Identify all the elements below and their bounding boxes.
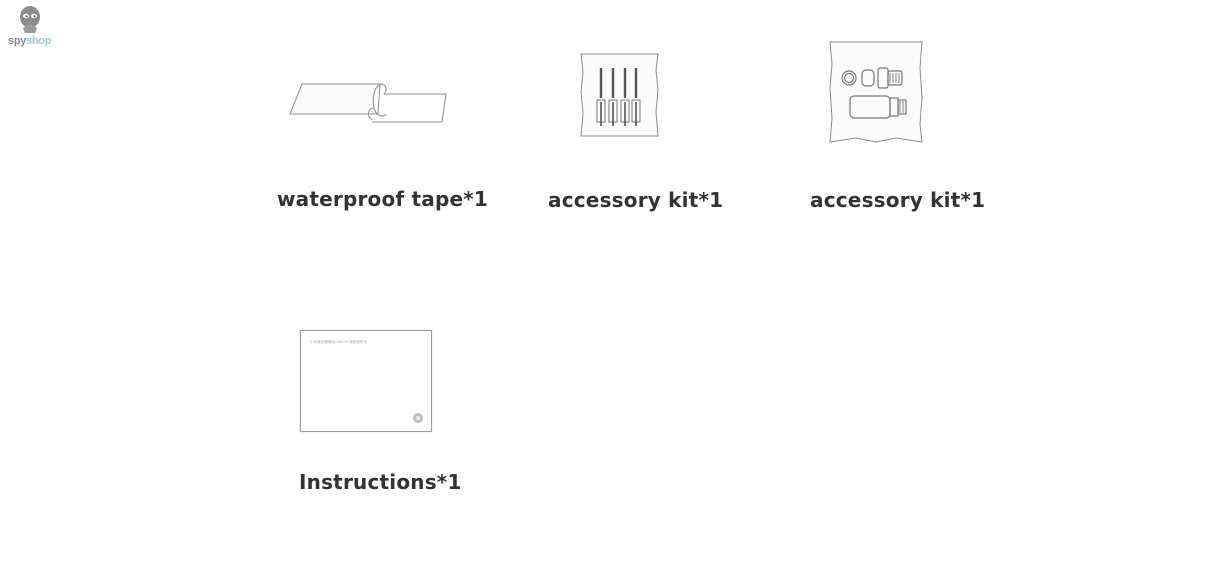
connector-kit-icon [826, 38, 926, 150]
logo-wordmark: spyshop [8, 35, 51, 47]
item-label: waterproof tape*1 [277, 187, 488, 211]
waterproof-tape-icon [288, 78, 448, 130]
instructions-manual-icon: 小米室外摄像机CW500 使用说明书 [300, 330, 432, 432]
logo-text-shop: shop [26, 35, 52, 47]
manual-cover: 小米室外摄像机CW500 使用说明书 [300, 330, 432, 432]
manual-brand-badge-icon [413, 413, 423, 423]
manual-cover-title: 小米室外摄像机CW500 使用说明书 [310, 340, 368, 344]
screw-kit-icon [578, 50, 662, 144]
item-label: accessory kit*1 [548, 188, 724, 212]
spyshop-logo[interactable] [6, 4, 54, 50]
item-label: accessory kit*1 [810, 188, 986, 212]
item-label: Instructions*1 [299, 470, 462, 494]
logo-text-spy: spy [8, 35, 27, 47]
spy-mascot-icon [20, 6, 40, 33]
